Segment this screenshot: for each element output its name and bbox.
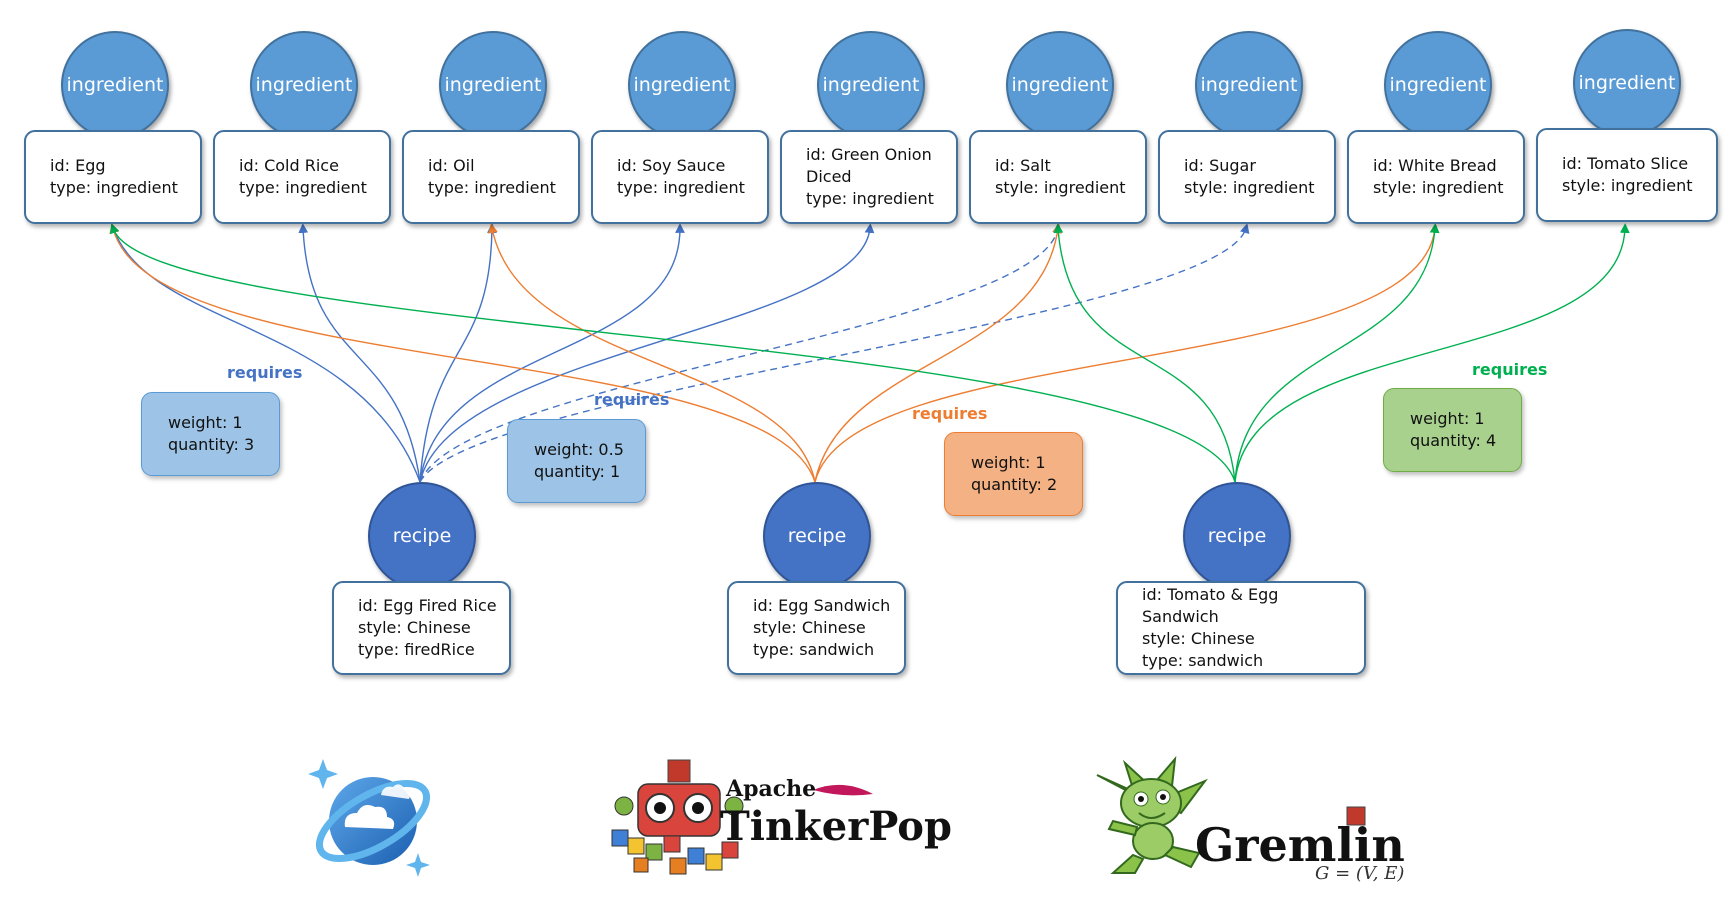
gremlin-name-text: Gremlin: [1195, 818, 1405, 872]
edge-rice-salt: [419, 223, 1062, 483]
ingredient-circle: ingredient: [439, 31, 547, 139]
ingredient-properties: id: Green Onion Diced type: ingredient: [780, 130, 958, 224]
ingredient-properties: id: Egg type: ingredient: [24, 130, 202, 224]
ingredient-properties: id: Cold Rice type: ingredient: [213, 130, 391, 224]
edge-rice-sugar: [419, 223, 1250, 483]
tinkerpop-logo: Apache TinkerPop: [608, 758, 958, 883]
recipe-circle: recipe: [368, 482, 476, 590]
edge-tomato-salt: [1053, 223, 1236, 483]
edge-label-requires: requires: [227, 363, 303, 382]
edge-rice-egg: [110, 223, 421, 483]
edge-properties: weight: 1 quantity: 4: [1383, 388, 1522, 472]
edge-properties: weight: 1 quantity: 2: [944, 432, 1083, 516]
ingredient-properties: id: Soy Sauce type: ingredient: [591, 130, 769, 224]
tinkerpop-name-text: TinkerPop: [720, 803, 952, 850]
edge-label-requires: requires: [594, 390, 670, 409]
edge-properties: weight: 1 quantity: 3: [141, 392, 280, 476]
gremlin-mascot-icon: Gremlin G = (V, E): [1096, 755, 1405, 884]
cosmos-db-planet-icon: [308, 759, 431, 877]
ingredient-circle: ingredient: [61, 31, 169, 139]
ingredient-properties: id: Tomato Slice style: ingredient: [1536, 128, 1718, 222]
gremlin-logo: Gremlin G = (V, E): [1095, 755, 1415, 885]
ingredient-circle: ingredient: [628, 31, 736, 139]
edge-rice-coldrice: [298, 223, 421, 483]
edge-tomato-egg: [109, 223, 1236, 483]
ingredient-circle: ingredient: [1573, 29, 1681, 137]
edge-sandwich-egg: [109, 223, 816, 483]
edge-sandwich-oil: [488, 223, 816, 483]
edge-tomato-whitebread: [1234, 223, 1440, 483]
ingredient-properties: id: Oil type: ingredient: [402, 130, 580, 224]
gremlin-formula-text: G = (V, E): [1315, 863, 1404, 884]
edge-sandwich-whitebread: [814, 223, 1440, 483]
ingredient-properties: id: Salt style: ingredient: [969, 130, 1147, 224]
ingredient-circle: ingredient: [817, 31, 925, 139]
recipe-properties: id: Egg Sandwich style: Chinese type: sa…: [727, 581, 906, 675]
recipe-properties: id: Egg Fired Rice style: Chinese type: …: [332, 581, 511, 675]
ingredient-circle: ingredient: [250, 31, 358, 139]
edge-tomato-tomatoslice: [1234, 223, 1630, 483]
edge-properties: weight: 0.5 quantity: 1: [507, 419, 646, 503]
edge-sandwich-salt: [814, 223, 1063, 483]
edge-label-requires: requires: [912, 404, 988, 423]
recipe-circle: recipe: [1183, 482, 1291, 590]
edge-rice-soysauce: [419, 223, 685, 483]
ingredient-properties: id: White Bread style: ingredient: [1347, 130, 1525, 224]
recipe-circle: recipe: [763, 482, 871, 590]
ingredient-circle: ingredient: [1384, 31, 1492, 139]
edge-label-requires: requires: [1472, 360, 1548, 379]
ingredient-properties: id: Sugar style: ingredient: [1158, 130, 1336, 224]
edge-rice-greenonion: [419, 223, 875, 483]
tinkerpop-robot-icon: Apache TinkerPop: [611, 759, 952, 875]
recipe-properties: id: Tomato & Egg Sandwich style: Chinese…: [1116, 581, 1366, 675]
ingredient-circle: ingredient: [1006, 31, 1114, 139]
ingredient-circle: ingredient: [1195, 31, 1303, 139]
edge-rice-oil: [419, 223, 497, 483]
tinkerpop-apache-text: Apache: [725, 776, 816, 802]
